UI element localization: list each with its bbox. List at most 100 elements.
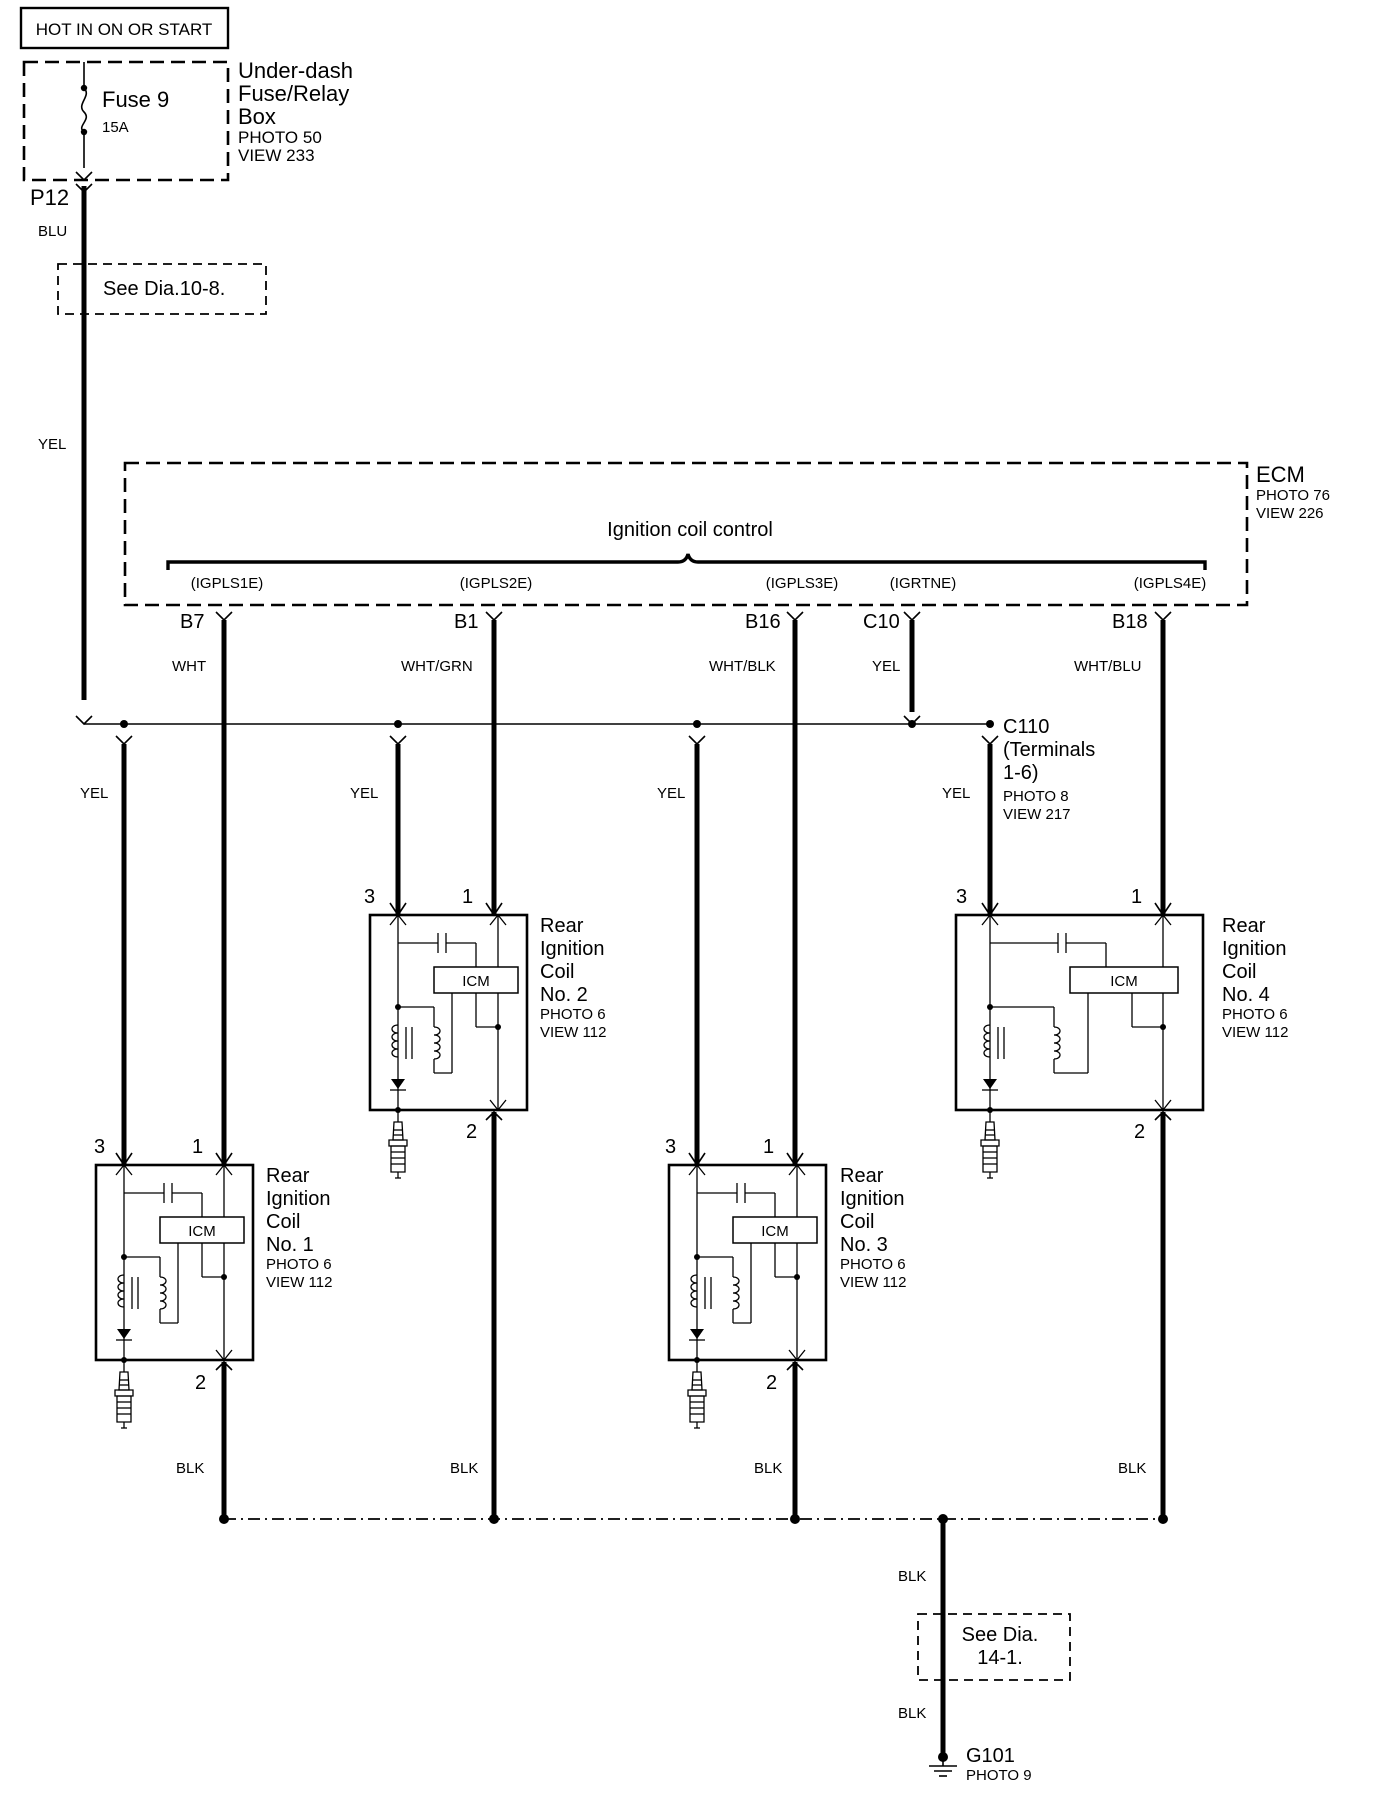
wire-label-yel-4: YEL: [942, 785, 970, 802]
coil-4-view: VIEW 112: [1222, 1024, 1288, 1041]
coil-4-line-1: Rear: [1222, 915, 1266, 937]
ecm-view: VIEW 226: [1256, 505, 1324, 522]
coil-4-outline: [954, 913, 1205, 1112]
coil-3-view: VIEW 112: [840, 1274, 906, 1291]
ref-dia-14-1-line-1: See Dia.: [962, 1624, 1039, 1646]
terminal-b16: B16: [745, 611, 781, 633]
junction-view: VIEW 217: [1003, 806, 1071, 823]
coil-3-outline: [667, 1163, 828, 1362]
coil-4-pin-2: 2: [1134, 1121, 1145, 1143]
coil-3-line-2: Ignition: [840, 1188, 905, 1210]
coil-3-pin-1: 1: [763, 1136, 774, 1158]
coil-1-icm: ICM: [188, 1223, 216, 1240]
ground-icon: [929, 1752, 957, 1777]
wire-label-wht-blk: WHT/BLK: [709, 658, 776, 675]
coil-3-line-3: Coil: [840, 1211, 874, 1233]
coil-4-photo: PHOTO 6: [1222, 1006, 1288, 1023]
junction-name: C110: [1003, 716, 1049, 738]
wire-label-blk-3: BLK: [754, 1460, 782, 1477]
ecm-title: ECM: [1256, 462, 1305, 487]
header-box: [19, 6, 230, 50]
ecm-module: ECM PHOTO 76 VIEW 226 Ignition coil cont…: [123, 461, 1330, 607]
header-label: HOT IN ON OR START: [36, 20, 213, 39]
ground-name: G101: [966, 1745, 1015, 1767]
wire-label-yel-1: YEL: [80, 785, 108, 802]
terminal-b7: B7: [180, 611, 204, 633]
coil-3-icm: ICM: [761, 1223, 789, 1240]
yel-drops: [115, 735, 999, 1165]
ref-dia-14-1-line-2: 14-1.: [977, 1647, 1023, 1669]
coil-2-pin-1: 1: [462, 886, 473, 908]
ecm-signal-5: (IGPLS4E): [1134, 575, 1207, 592]
ecm-group-brace: [166, 553, 1207, 570]
coil-1-pin-2: 2: [195, 1372, 206, 1394]
wire-label-yel-c10: YEL: [872, 658, 900, 675]
wire-label-blk-trunk-2: BLK: [898, 1705, 926, 1722]
coil-4-pin-3: 3: [956, 886, 967, 908]
terminal-c10: C10: [863, 611, 900, 633]
ecm-signal-3: (IGPLS3E): [766, 575, 839, 592]
wire-label-blk-4: BLK: [1118, 1460, 1146, 1477]
junction-detail-2: 1-6): [1003, 762, 1039, 784]
wire-label-wht-grn: WHT/GRN: [401, 658, 473, 675]
fuse-box-photo: PHOTO 50: [238, 128, 322, 147]
coil-1-view: VIEW 112: [266, 1274, 332, 1291]
wire-label-blu: BLU: [38, 223, 67, 240]
wire-label-yel-2: YEL: [350, 785, 378, 802]
wire-label-blk-1: BLK: [176, 1460, 204, 1477]
fuse-rating: 15A: [102, 119, 129, 136]
coil-1-photo: PHOTO 6: [266, 1256, 332, 1273]
ecm-signal-4: (IGRTNE): [890, 575, 956, 592]
fuse-symbol: [80, 87, 88, 133]
coil-2-line-1: Rear: [540, 915, 584, 937]
coil-4-line-4: No. 4: [1222, 984, 1270, 1006]
coil-2-pin-2: 2: [466, 1121, 477, 1143]
connector-p12: P12: [30, 185, 69, 210]
fuse-box-view: VIEW 233: [238, 146, 315, 165]
terminal-b1: B1: [454, 611, 478, 633]
junction-bus: [75, 715, 994, 728]
coil-1-line-1: Rear: [266, 1165, 310, 1187]
ecm-group-label: Ignition coil control: [607, 519, 773, 541]
coil-3-pin-2: 2: [766, 1372, 777, 1394]
junction-detail-1: (Terminals: [1003, 739, 1095, 761]
coil-2-line-2: Ignition: [540, 938, 605, 960]
rear-ignition-coil-4: ICM 3 1 2 Rear Ignition Coil No. 4 PHOTO…: [954, 886, 1288, 1179]
rear-ignition-coil-1: ICM 3 1 2 Rear Ignition Coil No. 1 PHOTO…: [94, 1136, 332, 1429]
coil-2-view: VIEW 112: [540, 1024, 606, 1041]
coil-1-pin-1: 1: [192, 1136, 203, 1158]
coil-1-pin-3: 3: [94, 1136, 105, 1158]
coil-1-line-2: Ignition: [266, 1188, 331, 1210]
terminal-b18: B18: [1112, 611, 1148, 633]
ref-dia-14-1: See Dia. 14-1.: [917, 1613, 1071, 1681]
ecm-output-wires: [215, 611, 1172, 1165]
ecm-outline: [123, 461, 1249, 607]
coil-4-line-3: Coil: [1222, 961, 1256, 983]
fuse-box-title-1: Under-dash: [238, 58, 353, 83]
coil-2-outline: [368, 913, 529, 1112]
fuse-relay-box: Fuse 9 15A Under-dash Fuse/Relay Box PHO…: [22, 58, 353, 182]
ground-photo: PHOTO 9: [966, 1767, 1032, 1784]
rear-ignition-coil-3: ICM 3 1 2 Rear Ignition Coil No. 3 PHOTO…: [665, 1136, 906, 1429]
wire-label-blk-2: BLK: [450, 1460, 478, 1477]
fuse-box-title-3: Box: [238, 104, 276, 129]
ecm-photo: PHOTO 76: [1256, 487, 1330, 504]
coil-2-pin-3: 3: [364, 886, 375, 908]
fuse-box-outline: [22, 60, 230, 182]
coil-4-pin-1: 1: [1131, 886, 1142, 908]
wire-label-yel-feed: YEL: [38, 436, 66, 453]
rear-ignition-coil-2: ICM 3 1 2 Rear Ignition Coil No. 2 PHOTO…: [364, 886, 606, 1179]
coil-2-photo: PHOTO 6: [540, 1006, 606, 1023]
fuse-name: Fuse 9: [102, 87, 169, 112]
ecm-signal-2: (IGPLS2E): [460, 575, 533, 592]
wire-label-yel-3: YEL: [657, 785, 685, 802]
coil-1-outline: [94, 1163, 255, 1362]
wire-label-wht-blu: WHT/BLU: [1074, 658, 1142, 675]
coil-2-icm: ICM: [462, 973, 490, 990]
junction-photo: PHOTO 8: [1003, 788, 1069, 805]
coil-2-line-4: No. 2: [540, 984, 588, 1006]
coil-4-line-2: Ignition: [1222, 938, 1287, 960]
coil-3-line-4: No. 3: [840, 1234, 888, 1256]
coil-1-line-3: Coil: [266, 1211, 300, 1233]
